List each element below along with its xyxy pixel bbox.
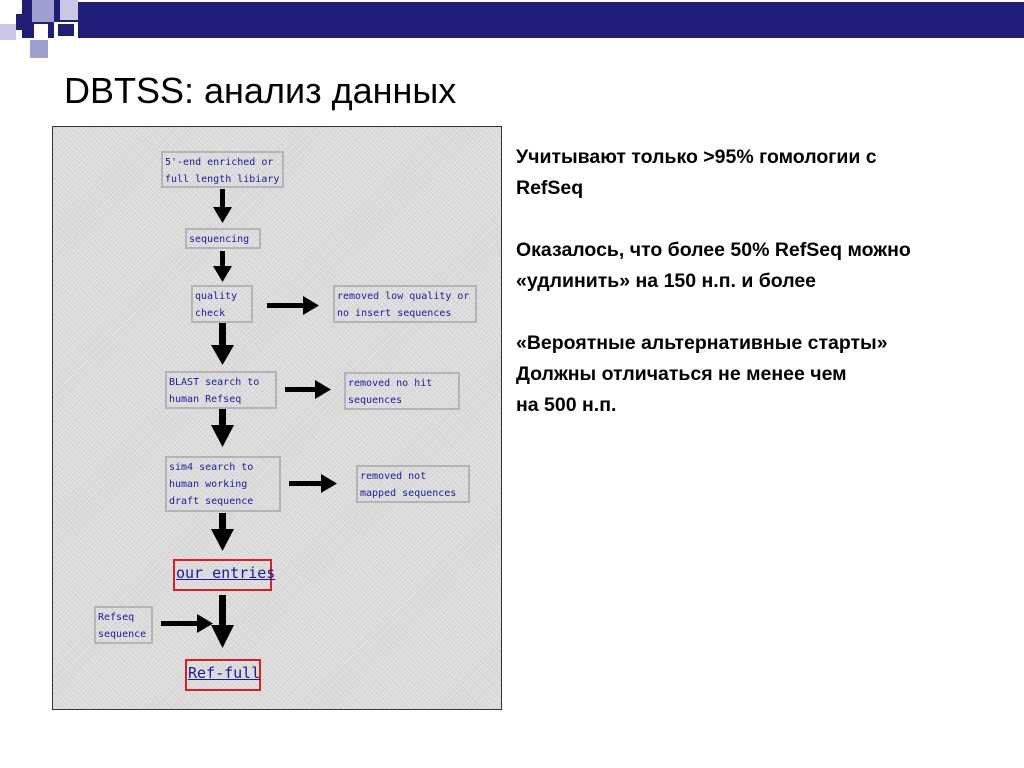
step-label: full length libiary <box>165 174 280 185</box>
removed-label: removed no hit <box>348 378 433 389</box>
step-label: draft sequence <box>169 496 254 507</box>
notes-text: Учитывают только >95% гомологии с RefSeq… <box>516 142 1024 452</box>
removed-not-mapped: removed not mapped sequences <box>356 465 470 503</box>
our-entries-box: our entries <box>173 559 276 591</box>
arrow-down-icon <box>211 513 234 551</box>
arrow-right-icon <box>289 474 337 493</box>
removed-label: no insert sequences <box>337 308 452 319</box>
template-square <box>32 0 54 22</box>
note-alternative-starts: «Вероятные альтернативные старты» Должны… <box>516 328 1024 421</box>
step-label: 5'-end enriched or <box>165 157 274 168</box>
note-line: RefSeq <box>516 177 584 199</box>
template-square <box>30 40 48 58</box>
note-line: «Вероятные альтернативные старты» <box>516 332 888 354</box>
template-square <box>0 24 16 40</box>
arrow-down-icon <box>211 595 234 648</box>
arrow-right-icon <box>161 614 213 633</box>
arrow-down-icon <box>211 409 234 447</box>
step-sequencing: sequencing <box>185 228 261 249</box>
step-label: human working <box>169 479 248 490</box>
note-line: Должны отличаться не менее чем <box>516 363 847 385</box>
step-label: sequencing <box>189 234 250 245</box>
step-label: BLAST search to <box>169 377 260 388</box>
ref-full-label: Ref-full <box>188 664 261 682</box>
slide-template-decoration <box>0 0 1024 58</box>
arrow-down-icon <box>213 251 232 282</box>
removed-label: removed low quality or <box>337 291 470 302</box>
note-line: «удлинить» на 150 н.п. и более <box>516 270 817 292</box>
note-homology: Учитывают только >95% гомологии с RefSeq <box>516 142 1024 204</box>
step-enriched-library: 5'-end enriched or full length libiary <box>161 151 284 188</box>
note-line: на 500 н.п. <box>516 394 617 416</box>
pipeline-diagram: 5'-end enriched or full length libiary s… <box>52 126 502 710</box>
step-label: check <box>195 308 226 319</box>
refseq-label: Refseq <box>98 612 135 623</box>
ref-full-box: Ref-full <box>185 659 261 691</box>
step-sim4-search: sim4 search to human working draft seque… <box>165 456 281 512</box>
template-square <box>58 24 74 36</box>
removed-label: mapped sequences <box>360 488 457 499</box>
template-square <box>34 24 48 38</box>
removed-label: sequences <box>348 395 403 406</box>
step-label: human Refseq <box>169 394 242 405</box>
step-quality-check: quality check <box>191 285 253 323</box>
refseq-label: sequence <box>98 629 147 640</box>
template-square <box>16 14 32 30</box>
note-line: Оказалось, что более 50% RefSeq можно <box>516 239 911 261</box>
arrow-right-icon <box>267 296 319 315</box>
note-line: Учитывают только >95% гомологии с <box>516 146 877 168</box>
arrow-right-icon <box>285 380 331 399</box>
removed-label: removed not <box>360 471 427 482</box>
template-square <box>60 0 78 20</box>
removed-no-hit: removed no hit sequences <box>344 372 460 410</box>
step-label: sim4 search to <box>169 462 254 473</box>
refseq-sequence-box: Refseq sequence <box>94 606 153 644</box>
step-blast-search: BLAST search to human Refseq <box>165 371 277 409</box>
note-extension: Оказалось, что более 50% RefSeq можно «у… <box>516 235 1024 297</box>
slide-title: DBTSS: анализ данных <box>64 70 457 111</box>
our-entries-label: our entries <box>176 564 276 582</box>
flow-arrows <box>161 189 337 648</box>
header-band <box>22 0 1024 38</box>
removed-low-quality: removed low quality or no insert sequenc… <box>333 285 477 323</box>
step-label: quality <box>195 291 238 302</box>
arrow-down-icon <box>213 189 232 223</box>
arrow-down-icon <box>211 323 234 365</box>
